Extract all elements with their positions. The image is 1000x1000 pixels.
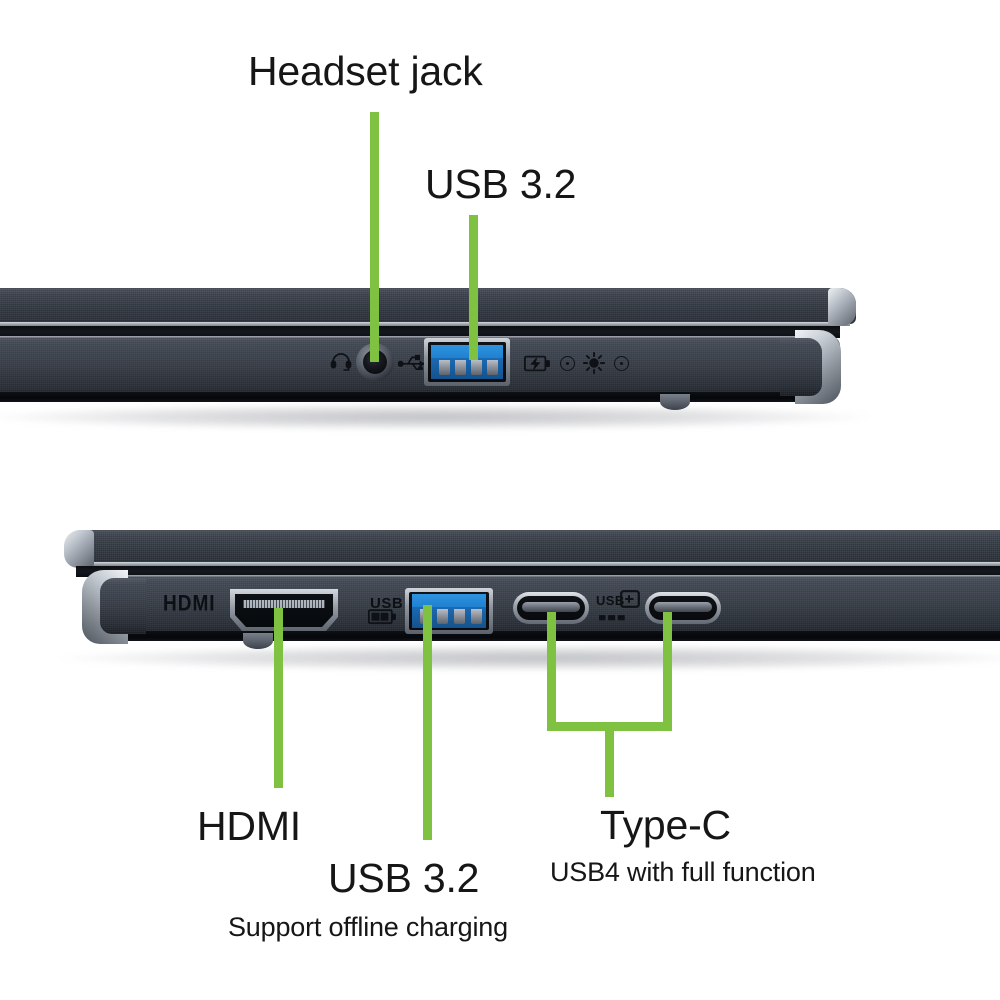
- hdmi-port[interactable]: [230, 589, 338, 631]
- usb-a-cavity-left: [409, 592, 489, 630]
- leader-line-headset-jack: [370, 112, 379, 362]
- power-brightness-icon: [582, 352, 606, 374]
- usb-c-tongue-1: [522, 602, 580, 612]
- usb-a-pin: [455, 360, 466, 375]
- laptop-lid-corner-top: [828, 288, 856, 326]
- leader-line-usb32-left: [423, 605, 432, 840]
- battery-charging-icon: [524, 355, 550, 372]
- laptop-foot-top: [660, 394, 690, 410]
- usb-a-pin: [471, 609, 482, 624]
- hdmi-tongue: [243, 600, 325, 608]
- laptop-lid-edge-top: [0, 322, 850, 326]
- callout-sublabel-type-c: USB4 with full function: [550, 857, 816, 887]
- usb-a-pin: [437, 609, 448, 624]
- headset-icon: [330, 353, 352, 371]
- laptop-lid-corner-bottom: [64, 530, 94, 568]
- usb-c-port-1[interactable]: [513, 592, 589, 624]
- leader-line-hdmi: [274, 608, 283, 788]
- laptop-base-highlight-top: [0, 336, 834, 338]
- laptop-hinge-gap-bottom: [76, 566, 1000, 577]
- laptop-base-corner-inner-bottom: [100, 578, 146, 634]
- usb-c-tongue-2: [654, 602, 712, 612]
- usb-displayport-icon-label: USB: [596, 593, 625, 608]
- laptop-base-underside-top: [0, 392, 834, 402]
- leader-line-type-c-port-2: [663, 612, 672, 722]
- callout-label-headset-jack: Headset jack: [248, 48, 483, 94]
- usb-a-pin: [454, 609, 465, 624]
- laptop-base-corner-inner-top: [780, 338, 822, 396]
- audio-jack-port[interactable]: [356, 343, 394, 381]
- laptop-foot-bottom: [243, 633, 273, 649]
- usb-c-dashes-icon: [599, 615, 625, 621]
- leader-line-type-c-port-1: [547, 612, 556, 722]
- laptop-lid-top: [0, 288, 856, 324]
- usb-a-port-right[interactable]: [424, 338, 510, 386]
- laptop-hinge-gap-top: [0, 326, 840, 338]
- callout-label-hdmi: HDMI: [197, 803, 301, 849]
- laptop-base-highlight-bottom: [90, 575, 1000, 577]
- callout-label-usb32-left: USB 3.2: [328, 855, 480, 901]
- laptop-lid-edge-bottom: [72, 562, 1000, 566]
- callout-sublabel-usb32-left: Support offline charging: [228, 912, 508, 942]
- laptop-lid-bottom: [66, 530, 1000, 564]
- usb-a-pin: [471, 360, 482, 375]
- battery-led-indicator-icon: [560, 356, 575, 371]
- usb-battery-icon-label: USB: [370, 595, 404, 612]
- laptop-shadow-bottom: [60, 645, 1000, 671]
- power-led-indicator-icon: [614, 356, 629, 371]
- usb-trident-icon: [398, 354, 426, 370]
- usb-a-port-left[interactable]: [405, 588, 493, 634]
- hdmi-wordmark-label: HDMI: [163, 592, 216, 617]
- hdmi-cavity: [235, 594, 333, 627]
- usb-battery-icon: [368, 609, 396, 625]
- usb-c-port-2[interactable]: [645, 592, 721, 624]
- usb-a-pin: [487, 360, 498, 375]
- callout-label-type-c: Type-C: [600, 802, 731, 848]
- usb-displayport-icon: [620, 590, 640, 608]
- usb-a-cavity-right: [428, 342, 506, 382]
- callout-label-usb32-right: USB 3.2: [425, 161, 577, 207]
- usb-a-pin: [439, 360, 450, 375]
- laptop-shadow-top: [0, 404, 870, 430]
- leader-line-usb32-right: [469, 215, 478, 360]
- laptop-base-underside-bottom: [88, 631, 1000, 641]
- leader-line-type-c-stem: [605, 722, 614, 797]
